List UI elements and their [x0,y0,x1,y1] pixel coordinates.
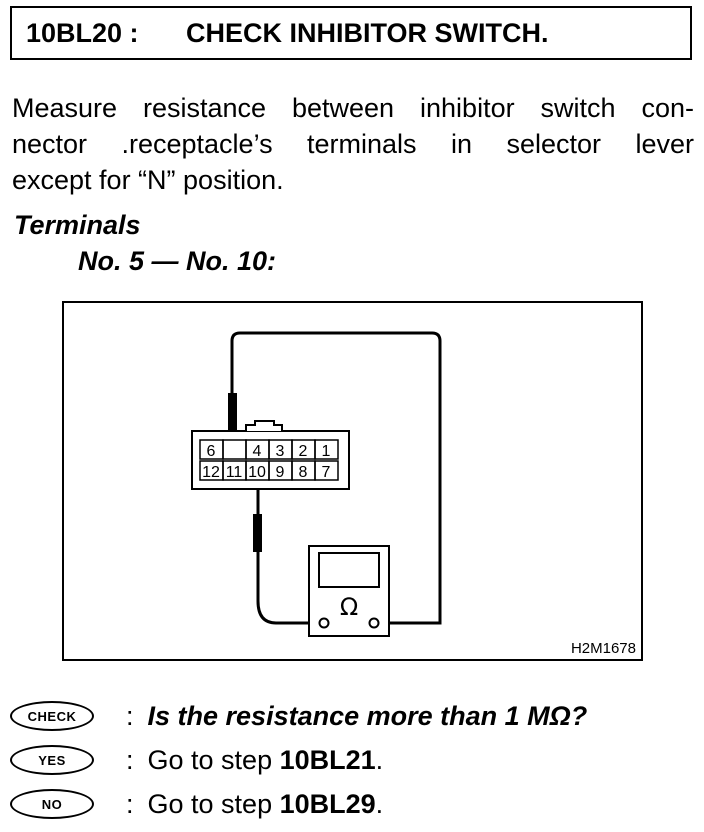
inhibitor-switch-connector: 6 4 3 2 1 12 11 10 9 8 7 [191,420,350,490]
step-header: 10BL20 : CHECK INHIBITOR SWITCH. [10,6,692,60]
pin-2: 2 [299,443,308,460]
probe-tip-lower [253,514,262,552]
pin-1: 1 [322,443,331,460]
instruction-line-1: Measure resistance between inhibitor swi… [12,93,694,123]
meter-ohm-symbol: Ω [340,593,358,621]
terminals-heading: Terminals [14,210,141,240]
pin-10: 10 [248,464,266,481]
pin-11: 11 [226,464,243,481]
pin-7: 7 [322,464,331,481]
meter-display [318,552,380,588]
instruction-line-2: nector .receptacle’s terminals in select… [12,129,694,159]
instruction-paragraph: Measure resistance between inhibitor swi… [12,90,694,198]
check-row: CHECK : Is the resistance more than 1 MΩ… [10,698,587,734]
no-suffix: . [375,788,384,819]
probe-wire-red [230,331,442,625]
yes-row: YES : Go to step 10BL21. [10,742,383,778]
no-step-link: 10BL29 [279,788,376,819]
pin-12: 12 [202,464,220,481]
ohmmeter-icon: Ω [308,545,390,637]
terminals-pair: No. 5 — No. 10: [78,246,277,276]
probe-wire-black [256,486,320,625]
pin-8: 8 [299,464,308,481]
pin-9: 9 [276,464,285,481]
check-question: Is the resistance more than 1 MΩ? [147,700,588,731]
no-row: NO : Go to step 10BL29. [10,786,383,822]
no-prefix: Go to step [147,788,273,819]
meter-terminal-right [368,617,380,629]
wiring-diagram: 6 4 3 2 1 12 11 10 9 8 7 Ω H2M1678 [62,301,643,661]
yes-badge: YES [10,745,94,775]
check-badge: CHECK [10,701,94,731]
pin-6: 6 [207,443,216,460]
instruction-line-3: except for “N” position. [12,165,284,195]
no-badge: NO [10,789,94,819]
figure-id: H2M1678 [571,640,636,657]
figure-border [62,301,643,661]
step-code: 10BL20 : [26,17,139,48]
connector-latch [245,420,283,431]
probe-tip-upper [228,393,237,431]
pin-3: 3 [276,443,285,460]
wiring-figure: 6 4 3 2 1 12 11 10 9 8 7 Ω H2M1678 [62,301,643,661]
meter-terminal-left [318,617,330,629]
yes-suffix: . [375,744,384,775]
pin-4: 4 [253,443,262,460]
yes-prefix: Go to step [147,744,273,775]
yes-step-link: 10BL21 [279,744,376,775]
step-title: CHECK INHIBITOR SWITCH. [186,17,549,48]
